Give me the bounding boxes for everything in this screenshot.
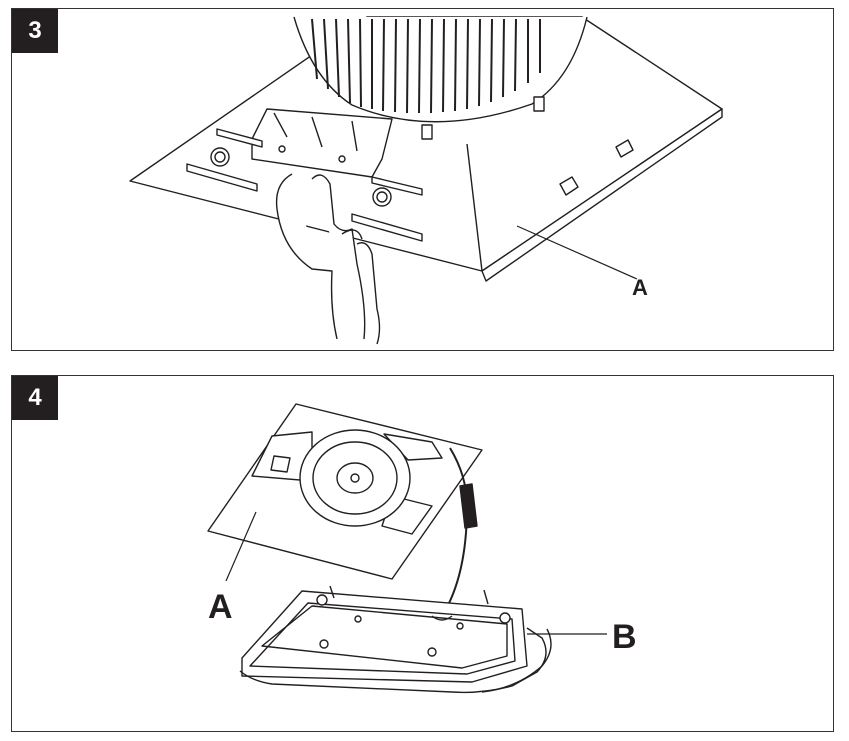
side-clip-2 xyxy=(615,139,634,158)
step-4-panel: 4 xyxy=(11,375,834,732)
callout-a-step4: A xyxy=(208,588,233,626)
blower-opening xyxy=(293,16,588,123)
step-3-panel: 3 xyxy=(11,8,834,351)
callout-b-step4: B xyxy=(612,618,637,656)
slot-left xyxy=(186,163,258,192)
step-3-number-badge: 3 xyxy=(12,9,58,53)
blower-wheel xyxy=(299,429,411,527)
connector-plug-icon xyxy=(459,483,478,529)
mounting-bracket xyxy=(251,108,393,178)
side-clip-1 xyxy=(559,176,579,196)
grille-cover-icon xyxy=(241,590,528,683)
step-4-illustration: A B xyxy=(207,403,637,694)
blower-blades xyxy=(311,18,541,114)
screw-right xyxy=(372,187,392,207)
fan-housing-side xyxy=(481,108,723,282)
glove-hand-icon xyxy=(275,173,381,345)
slot-right xyxy=(351,213,423,242)
step-4-number-badge: 4 xyxy=(12,376,58,420)
callout-a-step3: A xyxy=(632,275,648,300)
screw-left xyxy=(210,147,230,167)
step-3-illustration: A xyxy=(129,16,723,345)
